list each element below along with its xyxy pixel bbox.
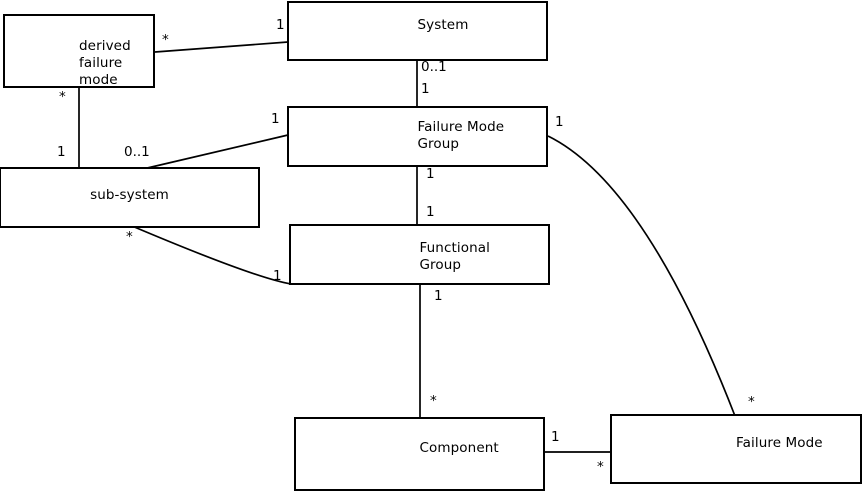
entity-label-line: Failure Mode [736,435,823,451]
entity-label-line: derived [79,38,131,54]
entity-label: Failure Mode [736,435,823,452]
entity-label-line: sub-system [90,187,169,203]
multiplicity-subsystem-fg-at-fg: 1 [273,268,282,284]
multiplicity-component-fm-at-component: 1 [551,429,560,445]
entity-label-line: Failure Mode [417,119,505,135]
entity-label-line: Component [419,440,499,456]
entity-label: Failure Mode Group [418,119,505,153]
entity-label-line: mode [79,72,118,88]
entity-label: Functional Group [420,240,490,274]
multiplicity-fmg-subsystem-at-fmg: 1 [271,111,280,127]
multiplicity-system-dfm-at-dfm: * [162,32,169,48]
entity-label-line: Functional [419,240,490,256]
entity-label: sub-system [90,187,169,204]
connector-system-derived-failure-mode [154,41,289,53]
multiplicity-fmg-subsystem-at-subsystem: 0..1 [124,144,150,160]
connector-failure-mode-group-sub-system [142,134,289,170]
entity-failure-mode-group: Failure Mode Group [287,106,548,167]
multiplicity-dfm-subsystem-at-dfm: * [59,89,66,105]
entity-sub-system: sub-system [0,167,260,228]
multiplicity-system-fmg-at-system: 0..1 [421,59,447,75]
multiplicity-system-fmg-at-fmg: 1 [421,81,430,97]
multiplicity-system-dfm-at-system: 1 [276,17,285,33]
multiplicity-subsystem-fg-at-subsystem: * [126,229,133,245]
entity-system: System [287,1,548,61]
multiplicity-dfm-subsystem-at-subsystem: 1 [57,144,66,160]
entity-label-line: Group [417,136,460,152]
multiplicity-component-fm-at-fm: * [597,459,604,475]
multiplicity-fmg-fg-at-fg: 1 [426,204,435,220]
entity-label-line: failure [79,55,123,71]
entity-derived-failure-mode: derived failure mode [3,14,155,88]
entity-label-line: Group [419,257,462,273]
entity-component: Component [294,417,545,491]
connector-failure-mode-group-failure-mode [547,135,736,417]
multiplicity-fmg-fm-at-fmg: 1 [555,114,564,130]
multiplicity-fmg-fm-at-fm: * [748,394,755,410]
entity-failure-mode: Failure Mode [610,414,862,484]
multiplicity-fg-component-at-component: * [430,393,437,409]
entity-label: System [418,17,469,34]
entity-label: derived failure mode [79,38,131,89]
multiplicity-fg-component-at-fg: 1 [434,288,443,304]
connector-sub-system-functional-group [131,225,292,285]
entity-label: Component [420,440,499,457]
entity-label-line: System [417,17,469,33]
multiplicity-fmg-fg-at-fmg: 1 [426,166,435,182]
entity-functional-group: Functional Group [289,224,550,285]
